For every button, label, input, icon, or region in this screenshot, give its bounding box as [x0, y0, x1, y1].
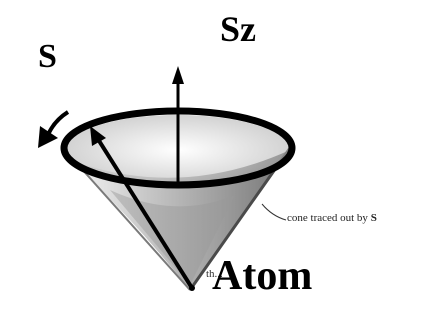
sz-label: Sz: [220, 9, 256, 49]
sz-axis-arrowhead: [172, 66, 184, 84]
atom-point: [189, 285, 195, 291]
s-label: S: [38, 38, 57, 75]
tip-note: th...: [206, 268, 223, 280]
cone-callout-line: [261, 203, 287, 221]
spin-vector-line: [94, 134, 194, 290]
cone-note-text: cone traced out by: [287, 212, 368, 224]
cone-note: cone traced out by S: [287, 212, 377, 224]
cone-note-symbol: S: [370, 212, 377, 224]
cone-left-edge: [71, 157, 191, 291]
precession-ring: [60, 107, 296, 189]
cone-inner-shadow: [110, 190, 235, 285]
atom-label: Atom: [212, 253, 313, 299]
precession-arrowhead: [38, 126, 58, 148]
spin-vector-arrowhead: [90, 126, 106, 146]
